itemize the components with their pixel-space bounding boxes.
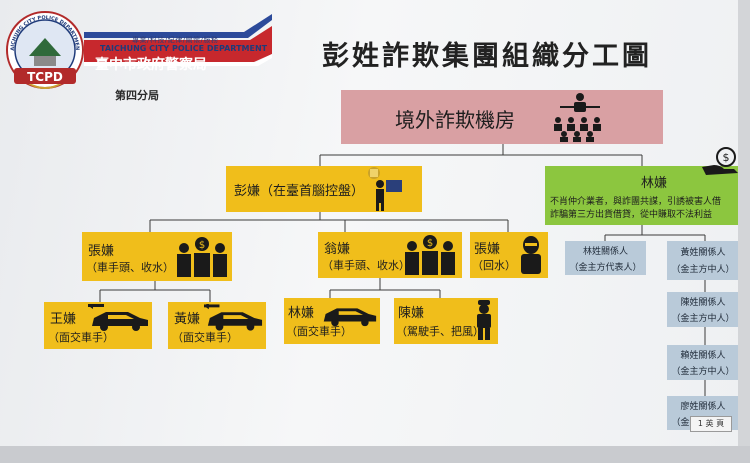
car-icon: [88, 304, 148, 331]
page-counter: 1 英 頁: [690, 416, 732, 432]
node-zhang-2-role: （回水）: [472, 259, 516, 272]
division-label: 第四分局: [115, 89, 159, 102]
node-huang-1-role: （面交車手）: [172, 331, 238, 344]
node-lin-broker: 林嫌 不肖仲介業者，與詐團共謀，引誘被害人借 詐騙第三方出貨借貸，從中賺取不法利…: [545, 166, 740, 225]
node-lin-relation-name: 林姓關係人: [582, 247, 628, 257]
svg-text:$: $: [427, 238, 433, 249]
node-weng-name: 翁嫌: [324, 242, 351, 257]
node-wang: 王嫌 （面交車手）: [44, 302, 152, 349]
node-huang-relation: 黃姓關係人 （金主方中人）: [667, 241, 739, 280]
node-lai-relation-name: 賴姓關係人: [680, 351, 726, 361]
masked-person-icon: [521, 236, 541, 274]
car-icon: [204, 304, 263, 331]
node-lin-2-name: 林嫌: [288, 306, 315, 321]
node-lai-relation: 賴姓關係人 （金主方中人）: [667, 345, 739, 380]
node-lin-2: 林嫌 （面交車手）: [284, 298, 380, 344]
lookout-person-icon: [477, 300, 491, 340]
boss-presenter-icon: [368, 167, 402, 211]
car-icon: [323, 308, 377, 327]
node-peng: 彭嫌（在臺首腦控盤）: [226, 166, 422, 212]
node-liao-relation-name: 廖姓關係人: [680, 402, 726, 412]
monitor-bezel-right: [738, 0, 750, 463]
monitor-bezel-bottom: [0, 446, 750, 463]
header-ribbon: [84, 14, 272, 66]
node-zhang-2: 張嫌 （回水）: [470, 232, 548, 278]
node-chen-relation: 陳姓關係人 （金主方中人）: [667, 292, 739, 327]
node-lin-broker-desc-2: 詐騙第三方出貨借貸，從中賺取不法利益: [550, 210, 713, 220]
node-chen-name: 陳嫌: [398, 306, 425, 321]
node-zhang-1: 張嫌 （車手頭、收水） $: [82, 232, 232, 281]
node-chen-role: （駕駛手、把風）: [396, 325, 484, 338]
node-weng: 翁嫌 （車手頭、收水） $: [318, 232, 462, 278]
node-root: 境外詐欺機房: [341, 90, 663, 144]
node-zhang-1-name: 張嫌: [88, 244, 115, 259]
dept-motto: 專業/科技/紀律/關懷/服務: [132, 36, 219, 44]
hierarchy-people-icon: [554, 93, 601, 142]
node-huang-relation-name: 黃姓關係人: [680, 248, 726, 258]
node-weng-role: （車手頭、收水）: [322, 259, 410, 272]
node-lin-relation-role: （金主方代表人）: [569, 263, 642, 273]
node-chen-relation-role: （金主方中人）: [671, 314, 735, 324]
dept-name-zh: 臺中市政府警察局: [95, 57, 207, 73]
page-title: 彭姓詐欺集團組織分工圖: [322, 41, 652, 72]
hand-coin-icon: $: [702, 147, 738, 175]
dept-name-en: TAICHUNG CITY POLICE DEPARTMENT: [100, 44, 268, 53]
money-men-icon: $: [177, 237, 227, 277]
node-huang-relation-role: （金主方中人）: [671, 265, 735, 275]
node-peng-label: 彭嫌（在臺首腦控盤）: [234, 184, 365, 199]
svg-text:$: $: [723, 151, 730, 164]
node-lin-broker-name: 林嫌: [641, 176, 668, 191]
node-wang-role: （面交車手）: [48, 331, 114, 344]
node-lin-relation: 林姓關係人 （金主方代表人）: [565, 241, 646, 275]
logo-letters: TCPD: [27, 70, 63, 84]
node-zhang-1-role: （車手頭、收水）: [86, 261, 174, 274]
money-men-icon: $: [405, 235, 455, 275]
node-root-label: 境外詐欺機房: [395, 108, 515, 132]
police-logo: TCPD TAICHUNG CITY POLICE DEPARTMENT: [4, 8, 84, 89]
node-lai-relation-role: （金主方中人）: [671, 367, 735, 377]
node-wang-name: 王嫌: [50, 312, 77, 327]
node-lin-broker-desc-1: 不肖仲介業者，與詐團共謀，引誘被害人借: [550, 197, 722, 207]
node-chen-relation-name: 陳姓關係人: [680, 298, 726, 308]
node-chen: 陳嫌 （駕駛手、把風）: [394, 298, 498, 344]
node-huang-1: 黃嫌 （面交車手）: [168, 302, 266, 349]
node-lin-2-role: （面交車手）: [286, 325, 352, 338]
node-huang-1-name: 黃嫌: [174, 312, 201, 327]
node-zhang-2-name: 張嫌: [474, 242, 501, 257]
svg-text:$: $: [199, 240, 205, 251]
